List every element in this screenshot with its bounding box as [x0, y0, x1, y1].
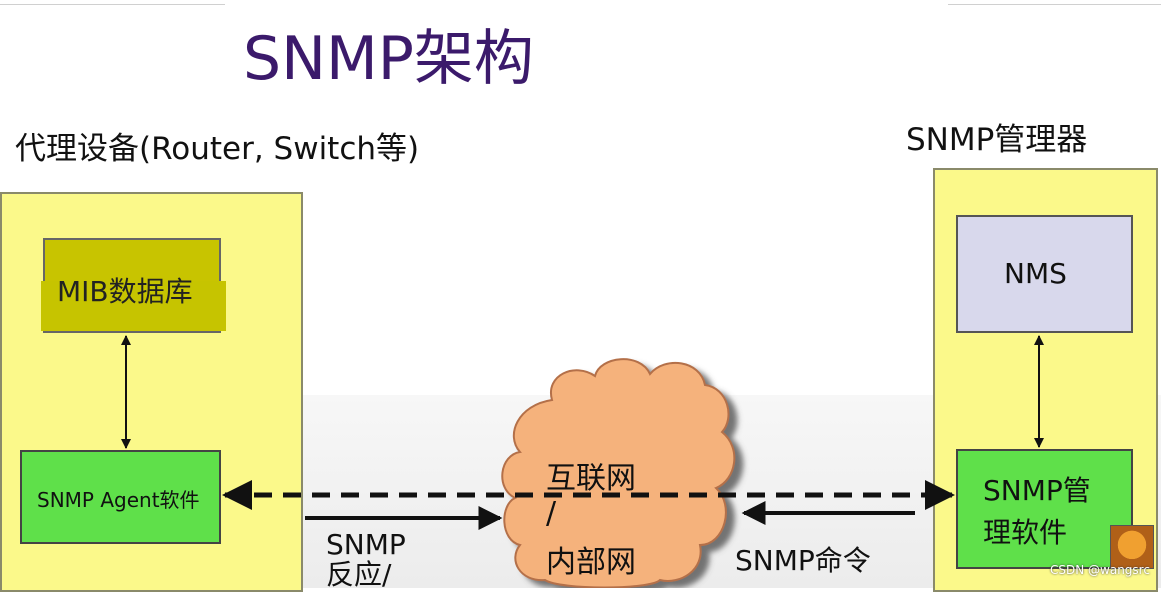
mib-label-backdrop	[41, 281, 226, 331]
snmp-agent-label: SNMP Agent软件	[37, 488, 200, 512]
mib-database-label: MIB数据库	[57, 275, 193, 308]
page-title: SNMP架构	[243, 24, 534, 94]
snmp-response-line2: 反应/	[326, 558, 392, 591]
manager-label: SNMP管理器	[906, 122, 1088, 158]
network-label-slash: /	[546, 496, 557, 531]
agent-device-label: 代理设备(Router, Switch等)	[15, 131, 420, 167]
snmp-manager-software-label-1: SNMP管	[983, 474, 1091, 507]
top-divider-left	[0, 4, 225, 5]
network-label-intranet: 内部网	[546, 545, 636, 580]
top-divider-right	[948, 4, 1161, 5]
snmp-manager-software-label-2: 理软件	[983, 516, 1068, 549]
snmp-agent-box	[20, 450, 221, 544]
network-label-internet: 互联网	[546, 461, 636, 496]
avatar-icon	[1110, 525, 1154, 569]
snmp-response-label: SNMP 反应/	[326, 530, 406, 590]
snmp-response-line1: SNMP	[326, 528, 406, 561]
watermark: CSDN @wangsrc	[1050, 563, 1150, 577]
snmp-command-label: SNMP命令	[735, 544, 871, 577]
nms-label: NMS	[1004, 257, 1067, 290]
nms-box	[956, 215, 1133, 333]
snmp-manager-software-box	[956, 449, 1133, 569]
